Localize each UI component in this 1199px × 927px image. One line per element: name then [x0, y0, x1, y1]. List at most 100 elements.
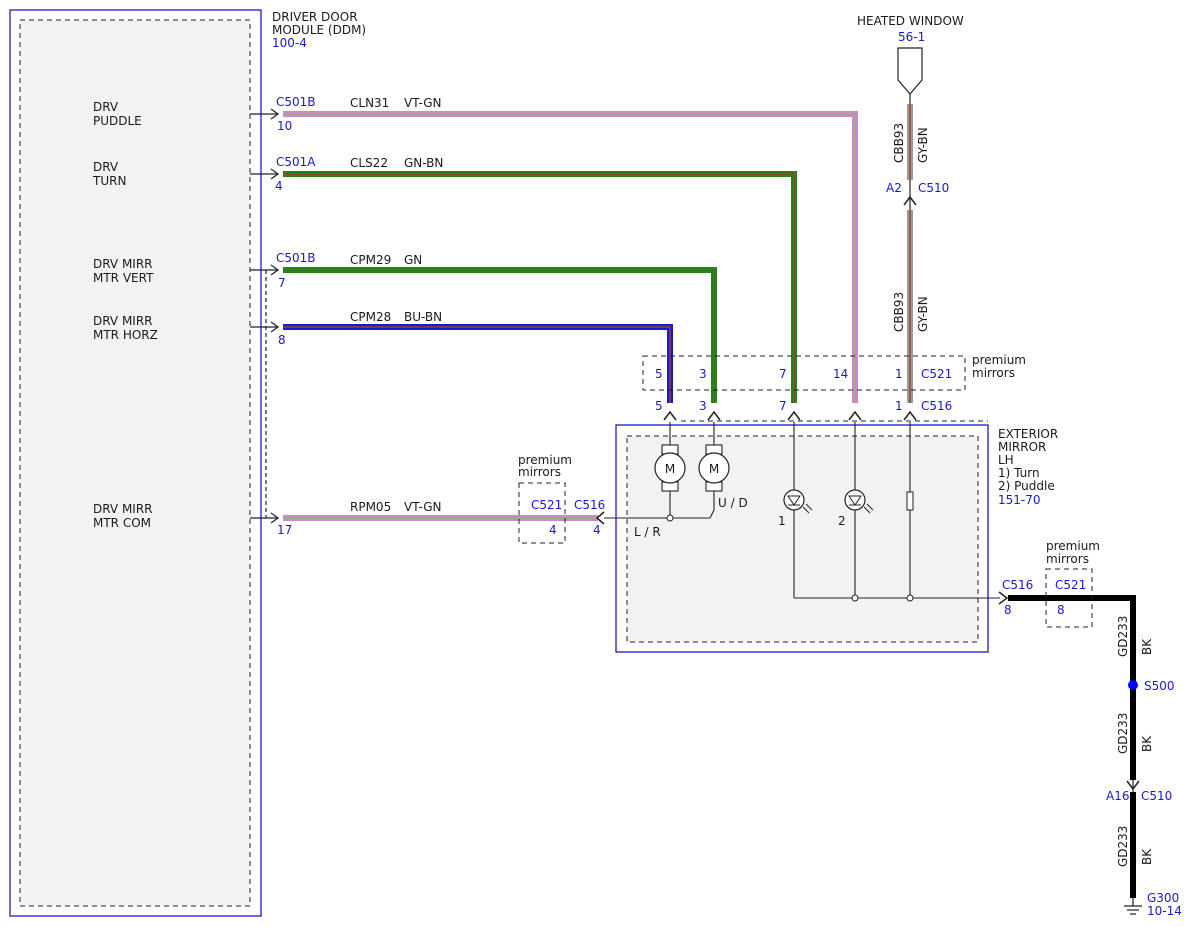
com-label-2: MTR COM — [93, 516, 151, 530]
c521-pin-7: 7 — [779, 367, 787, 381]
cls22-color: GN-BN — [404, 156, 443, 170]
ddm-inner — [19, 19, 251, 907]
heated-ref: 56-1 — [898, 30, 925, 44]
label-lr: L / R — [634, 525, 661, 539]
heated-conn: C510 — [918, 181, 949, 195]
s500-splice — [1128, 680, 1138, 690]
turn-label-2: TURN — [92, 174, 126, 188]
ddm-module: DRIVER DOOR MODULE (DDM) 100-4 DRV PUDDL… — [9, 9, 366, 917]
prem-mid-2: mirrors — [518, 465, 561, 479]
vert-label-1: DRV MIRR — [93, 257, 153, 271]
c521-pin-5: 5 — [655, 367, 663, 381]
ground-c521-label: C521 — [1055, 578, 1086, 592]
turn-conn: C501A — [276, 155, 316, 169]
a16-label: A16 — [1106, 789, 1129, 803]
cbb93-color-top: GY-BN — [916, 127, 930, 163]
cpm29-color: GN — [404, 253, 422, 267]
puddle-label-2: PUDDLE — [93, 114, 142, 128]
horz-label-2: MTR HORZ — [93, 328, 158, 342]
c516-com-label: C516 — [574, 498, 605, 512]
c510-arrow-bottom — [1126, 780, 1140, 791]
g300-label: G300 — [1147, 891, 1179, 905]
com-label-1: DRV MIRR — [93, 502, 153, 516]
c516-top-label: C516 — [921, 399, 952, 413]
prem-mid-1: premium — [518, 453, 572, 467]
ground-c516-pin: 8 — [1004, 603, 1012, 617]
ddm-leads — [250, 108, 280, 524]
c521-pin-14: 14 — [833, 367, 848, 381]
c510-bottom-label: C510 — [1141, 789, 1172, 803]
g300-ref: 10-14 — [1147, 904, 1182, 918]
c521-pin-1: 1 — [895, 367, 903, 381]
cln31-color: VT-GN — [404, 96, 441, 110]
turn-pin: 4 — [275, 179, 283, 193]
prem-top-2: mirrors — [972, 366, 1015, 380]
cbb93-circuit-top: CBB93 — [892, 123, 906, 163]
ground-circuit: C516 8 premium mirrors C521 8 GD233 BK S… — [998, 539, 1182, 918]
wire-cpm28 — [283, 324, 673, 403]
vert-label-2: MTR VERT — [93, 271, 154, 285]
cbb93-color-bottom: GY-BN — [916, 296, 930, 332]
heated-title: HEATED WINDOW — [857, 14, 964, 28]
c516-pin-7: 7 — [779, 399, 787, 413]
ddm-outline — [9, 9, 262, 917]
mirror-outline — [615, 424, 989, 653]
gd233-circuit-1: GD233 — [1116, 616, 1130, 657]
mirror-label-4: 1) Turn — [998, 466, 1040, 480]
motor-lr-m: M — [665, 462, 675, 476]
vert-pin: 7 — [278, 276, 286, 290]
prem-top-1: premium — [972, 353, 1026, 367]
mirror-label-5: 2) Puddle — [998, 479, 1055, 493]
motor-ud: M — [698, 452, 730, 484]
prem-gnd-2: mirrors — [1046, 552, 1089, 566]
wire-cln31 — [283, 111, 858, 403]
ground-symbol — [1124, 898, 1142, 915]
s500-label: S500 — [1144, 679, 1175, 693]
turn-lamp — [783, 489, 813, 514]
lamp-1-label: 1 — [778, 514, 786, 528]
ground-arrow — [998, 591, 1009, 605]
cln31-circuit: CLN31 — [350, 96, 389, 110]
wire-gd233-upper — [1008, 595, 1136, 780]
horz-label-1: DRV MIRR — [93, 314, 153, 328]
com-pin: 17 — [277, 523, 292, 537]
motor-lr: M — [654, 452, 686, 484]
lamp-2-label: 2 — [838, 514, 846, 528]
cpm29-circuit: CPM29 — [350, 253, 391, 267]
ddm-ref: 100-4 — [272, 36, 307, 50]
c516-com-pin: 4 — [593, 523, 601, 537]
rpm05-circuit: RPM05 — [350, 500, 391, 514]
c521-top-label: C521 — [921, 367, 952, 381]
c516-pins: 5 3 7 1 C516 — [655, 399, 988, 422]
ddm-title-1: DRIVER DOOR — [272, 10, 358, 24]
exterior-mirror: EXTERIOR MIRROR LH 1) Turn 2) Puddle 151… — [595, 422, 1058, 653]
c521-top-box — [642, 355, 966, 391]
rpm05-color: VT-GN — [404, 500, 441, 514]
motor-ud-m: M — [709, 462, 719, 476]
c516-pin-3: 3 — [699, 399, 707, 413]
wires — [283, 104, 1136, 898]
turn-label-1: DRV — [93, 160, 119, 174]
c516-pin-1: 1 — [895, 399, 903, 413]
c521-com-pin: 4 — [549, 523, 557, 537]
heater-element — [906, 491, 914, 511]
premium-c521-top: premium mirrors 5 3 7 14 1 C521 — [642, 353, 1026, 391]
vert-conn: C501B — [276, 251, 316, 265]
gd233-circuit-2: GD233 — [1116, 713, 1130, 754]
horz-pin: 8 — [278, 333, 286, 347]
ddm-title-2: MODULE (DDM) — [272, 23, 366, 37]
gd233-circuit-3: GD233 — [1116, 826, 1130, 867]
wire-cpm29 — [283, 267, 717, 403]
puddle-pin: 10 — [277, 119, 292, 133]
wire-cls22 — [283, 171, 797, 403]
cpm28-color: BU-BN — [404, 310, 442, 324]
c516-pin-5: 5 — [655, 399, 663, 413]
mirror-ref: 151-70 — [998, 493, 1041, 507]
mirror-label-3: LH — [998, 453, 1014, 467]
puddle-conn: C501B — [276, 95, 316, 109]
gd233-color-3: BK — [1140, 848, 1154, 865]
cpm28-circuit: CPM28 — [350, 310, 391, 324]
heated-pin: A2 — [886, 181, 902, 195]
